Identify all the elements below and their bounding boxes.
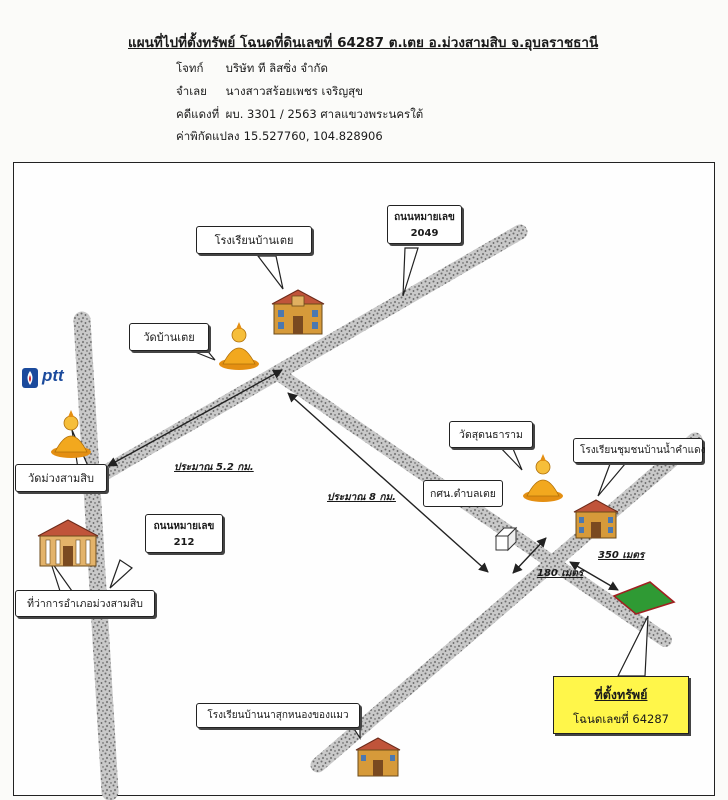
callout-road-212: ถนนหมายเลข 212 bbox=[145, 514, 223, 553]
distance-label-5km: ประมาณ 5.2 กม. bbox=[174, 462, 254, 473]
buddha-icon-wat-tei bbox=[219, 322, 259, 370]
school-phakut-label: โรงเรียนบ้านนาสุกหนองของแมว bbox=[207, 710, 349, 721]
property-label: ที่ตั้งทรัพย์ bbox=[594, 687, 648, 702]
distance-label-180m: 180 เมตร bbox=[537, 568, 584, 579]
plaintiff-value: บริษัท ที ลิสซิ่ง จำกัด bbox=[225, 61, 328, 75]
road-212-name: ถนนหมายเลข bbox=[153, 521, 215, 532]
buddha-icon-wat-muang bbox=[51, 410, 91, 458]
defendant-row: จำเลย นางสาวสร้อยเพชร เจริญสุข bbox=[176, 83, 363, 101]
ptt-logo-text: ptt bbox=[42, 366, 64, 385]
ptt-logo: ptt bbox=[22, 366, 78, 390]
callout-district-office: ที่ว่าการอำเภอม่วงสามสิบ bbox=[15, 590, 155, 617]
wat-tei-label: วัดบ้านเตย bbox=[143, 331, 195, 344]
wat-muang-label: วัดม่วงสามสิบ bbox=[28, 472, 94, 485]
callout-school-namkhamdaeng: โรงเรียนชุมชนบ้านน้ำคำแดง bbox=[573, 438, 706, 463]
kosor-box-icon bbox=[494, 526, 518, 552]
coordinates-row: ค่าพิกัดแปลง 15.527760, 104.828906 bbox=[176, 128, 383, 146]
road-lower bbox=[310, 432, 703, 773]
plaintiff-row: โจทก์ บริษัท ที ลิสซิ่ง จำกัด bbox=[176, 60, 328, 78]
case-number-row: คดีแดงที่ ผบ. 3301 / 2563 ศาลแขวงพระนครใ… bbox=[176, 106, 423, 124]
road-2049-number: 2049 bbox=[410, 228, 439, 239]
kosor-label: กศน.ตำบลเตย bbox=[430, 488, 496, 500]
callout-wat-muang: วัดม่วงสามสิบ bbox=[15, 464, 107, 492]
school-icon-phakut bbox=[355, 737, 401, 777]
case-number-label: คดีแดงที่ bbox=[176, 107, 220, 121]
school-tei-label: โรงเรียนบ้านเตย bbox=[214, 234, 294, 247]
callout-road-2049: ถนนหมายเลข 2049 bbox=[387, 205, 462, 244]
distance-arrow-180m bbox=[512, 537, 547, 574]
district-office-icon bbox=[37, 519, 99, 567]
callout-school-tei: โรงเรียนบ้านเตย bbox=[196, 226, 312, 254]
school-icon-namkhamdaeng bbox=[573, 499, 619, 539]
callout-wat-tei: วัดบ้านเตย bbox=[129, 323, 209, 351]
callout-wat-sudon: วัดสุดนธาราม bbox=[449, 421, 533, 448]
school-icon-tei bbox=[271, 289, 325, 335]
distance-label-350m: 350 เมตร bbox=[598, 550, 645, 561]
coordinates-value: 15.527760, 104.828906 bbox=[243, 129, 383, 143]
coordinates-label: ค่าพิกัดแปลง bbox=[176, 129, 240, 143]
callout-kosor: กศน.ตำบลเตย bbox=[423, 480, 503, 507]
property-label-box: ที่ตั้งทรัพย์ โฉนดเลขที่ 64287 bbox=[553, 676, 689, 734]
road-212-number: 212 bbox=[173, 537, 195, 548]
road-2049-name: ถนนหมายเลข bbox=[394, 212, 455, 223]
wat-sudon-label: วัดสุดนธาราม bbox=[459, 429, 523, 441]
distance-label-8km: ประมาณ 8 กม. bbox=[327, 492, 396, 503]
defendant-label: จำเลย bbox=[176, 84, 207, 98]
district-office-label: ที่ว่าการอำเภอม่วงสามสิบ bbox=[27, 598, 143, 610]
page-title: แผนที่ไปที่ตั้งทรัพย์ โฉนดที่ดินเลขที่ 6… bbox=[128, 35, 599, 51]
callout-school-phakut: โรงเรียนบ้านนาสุกหนองของแมว bbox=[196, 703, 360, 728]
buddha-icon-wat-sudon bbox=[523, 454, 563, 502]
defendant-value: นางสาวสร้อยเพชร เจริญสุข bbox=[225, 84, 364, 98]
distance-arrow-350m bbox=[569, 561, 619, 591]
map-header: แผนที่ไปที่ตั้งทรัพย์ โฉนดที่ดินเลขที่ 6… bbox=[0, 0, 728, 150]
distance-arrow-5km bbox=[107, 369, 283, 467]
distance-arrow-8km bbox=[287, 392, 489, 573]
ptt-logo-icon bbox=[22, 368, 38, 388]
property-plot bbox=[612, 581, 676, 615]
case-number-value: ผบ. 3301 / 2563 ศาลแขวงพระนครใต้ bbox=[225, 107, 424, 121]
property-deed-number: โฉนดเลขที่ 64287 bbox=[573, 712, 669, 726]
plaintiff-label: โจทก์ bbox=[176, 61, 204, 75]
school-namkhamdaeng-label: โรงเรียนชุมชนบ้านน้ำคำแดง bbox=[580, 445, 706, 456]
